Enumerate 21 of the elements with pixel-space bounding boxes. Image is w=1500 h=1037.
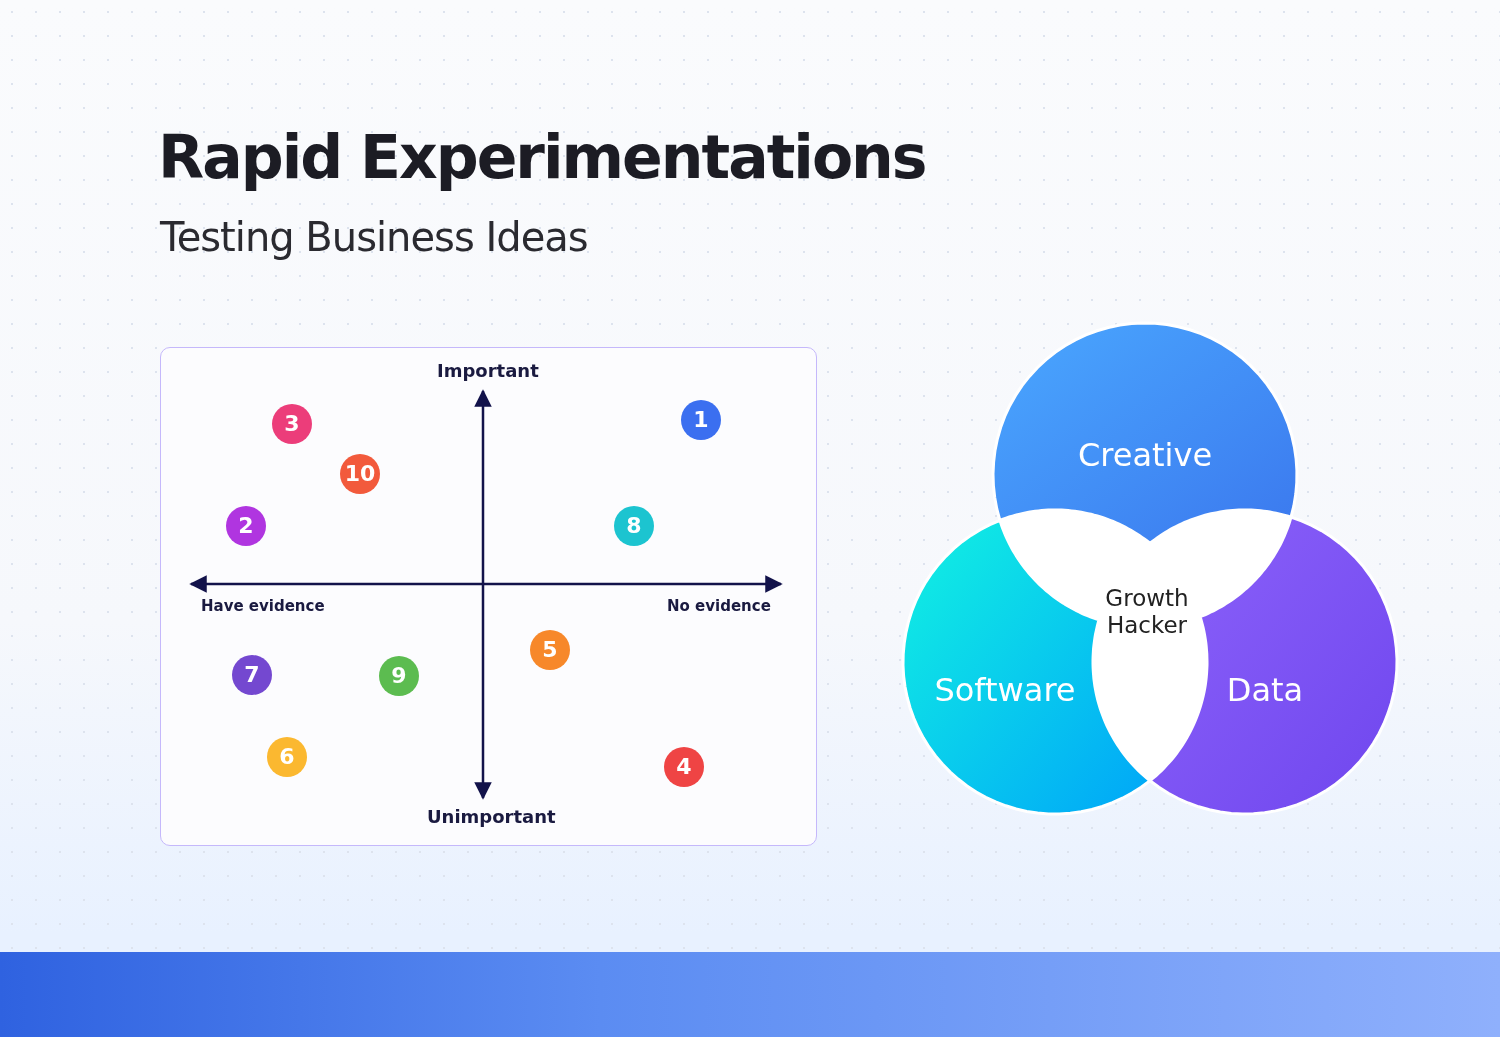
axis-label: Unimportant bbox=[427, 806, 556, 827]
quadrant-panel bbox=[160, 347, 817, 846]
center-label: Growth Hacker bbox=[1105, 585, 1189, 638]
axis-label: Have evidence bbox=[201, 597, 325, 615]
title: Rapid Experimentations bbox=[158, 122, 926, 192]
number-badge: 7 bbox=[232, 655, 272, 695]
number-badge: 9 bbox=[379, 656, 419, 696]
segment-label: Software bbox=[934, 671, 1076, 709]
number-badge: 1 bbox=[681, 400, 721, 440]
axis-label: No evidence bbox=[667, 597, 771, 615]
axis-label: Important bbox=[437, 360, 539, 381]
segment-label: Data bbox=[1226, 671, 1304, 709]
number-badge: 10 bbox=[340, 454, 380, 494]
number-badge: 3 bbox=[272, 404, 312, 444]
subtitle: Testing Business Ideas bbox=[160, 214, 588, 260]
number-badge: 8 bbox=[614, 506, 654, 546]
segment-label: Creative bbox=[1077, 436, 1213, 474]
number-badge: 2 bbox=[226, 506, 266, 546]
number-badge: 6 bbox=[267, 737, 307, 777]
number-badge: 4 bbox=[664, 747, 704, 787]
number-badge: 5 bbox=[530, 630, 570, 670]
